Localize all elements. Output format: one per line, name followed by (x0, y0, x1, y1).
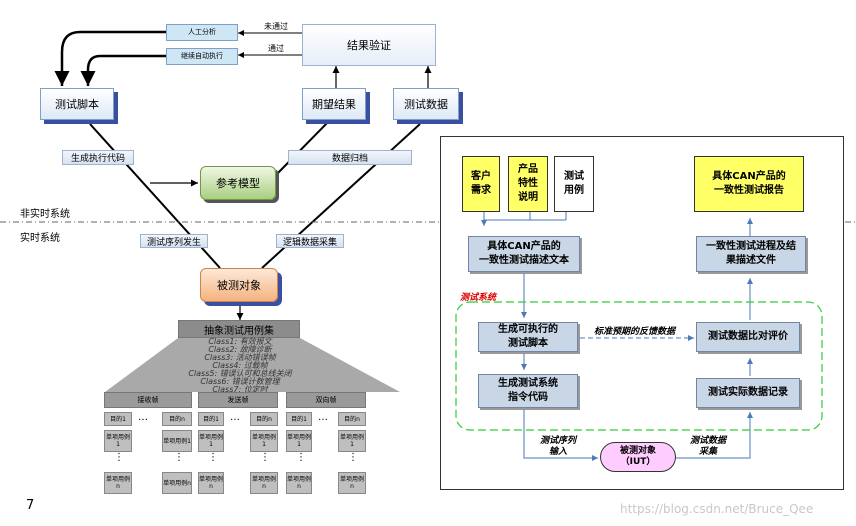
vertical-ellipsis: ⋮ (260, 452, 270, 463)
manual-analysis-box: 人工分析 (166, 24, 238, 41)
feedback-label: 标准预期的反馈数据 (594, 327, 676, 337)
goal-cell: 目的n (338, 412, 366, 426)
column-bidirectional: 双向帧 目的1 … 目的n 单项用例1 单项用例1 ⋮ ⋮ 单项用例n 单项用例… (286, 392, 376, 502)
class-item: Class3: 活动错误帧 (204, 353, 276, 362)
compare-box: 测试数据比对评价 (696, 322, 800, 352)
case-cell: 单项用例n (286, 472, 312, 494)
gen-exec-code-label: 生成执行代码 (62, 150, 134, 165)
case-cell: 单项用例1 (198, 430, 224, 452)
exec-script-box: 生成可执行的 测试脚本 (478, 322, 578, 352)
case-cell: 单项用例1 (162, 430, 192, 452)
gen-cmd-box: 生成测试系统 指令代码 (478, 374, 578, 408)
case-cell: 单项用例n (198, 472, 224, 494)
case-cell: 单项用例1 (250, 430, 278, 452)
customer-req-box: 客户 需求 (462, 156, 500, 212)
can-report-box: 具体CAN产品的 一致性测试报告 (694, 156, 804, 212)
data-collect-label: 测试数据 采集 (690, 436, 727, 457)
goal-cell: 目的1 (198, 412, 224, 426)
reference-model-box: 参考模型 (200, 166, 276, 200)
ellipsis: … (318, 412, 328, 423)
case-cell: 单项用例n (338, 472, 366, 494)
vertical-ellipsis: ⋮ (296, 452, 306, 463)
test-sequence-label: 测试序列发生 (140, 234, 208, 248)
dut-box: 被测对象 (200, 268, 278, 302)
column-header: 双向帧 (286, 392, 366, 408)
column-receive: 接收帧 目的1 … 目的n 单项用例1 单项用例1 ⋮ ⋮ 单项用例n 单项用例… (104, 392, 194, 502)
vertical-ellipsis: ⋮ (114, 452, 124, 463)
case-cell: 单项用例1 (338, 430, 366, 452)
ellipsis: … (138, 412, 148, 423)
not-pass-label: 未通过 (264, 22, 288, 31)
case-cell: 单项用例1 (286, 430, 312, 452)
test-script-box: 测试脚本 (40, 88, 114, 120)
class-item: Class6: 错误计数管理 (200, 377, 280, 386)
pass-label: 通过 (268, 44, 284, 53)
continue-auto-box: 继续自动执行 (166, 48, 238, 65)
test-data-box: 测试数据 (393, 88, 459, 120)
vertical-ellipsis: ⋮ (208, 452, 218, 463)
goal-cell: 目的1 (104, 412, 132, 426)
case-cell: 单项用例n (162, 472, 192, 494)
watermark: https://blog.csdn.net/Bruce_Qee (620, 502, 814, 516)
page-number: 7 (26, 498, 35, 513)
class-item: Class1: 有效报文 (208, 337, 272, 346)
ellipsis: … (230, 412, 240, 423)
vertical-ellipsis: ⋮ (174, 452, 184, 463)
class-item: Class5: 错误认可和总线关闭 (188, 369, 292, 378)
column-header: 发送帧 (198, 392, 278, 408)
class-item: Class7: 位定时 (212, 385, 268, 394)
result-verify-box: 结果验证 (302, 24, 436, 66)
test-cases-box: 测试 用例 (554, 156, 594, 212)
column-header: 接收帧 (104, 392, 192, 408)
goal-cell: 目的n (162, 412, 192, 426)
seq-input-label: 测试序列 输入 (540, 436, 577, 457)
data-archive-label: 数据归档 (288, 150, 412, 165)
vertical-ellipsis: ⋮ (348, 452, 358, 463)
expected-result-box: 期望结果 (302, 88, 366, 120)
realtime-label: 实时系统 (20, 233, 60, 244)
conformance-file-box: 一致性测试进程及结 果描述文件 (696, 236, 806, 272)
case-cell: 单项用例n (250, 472, 278, 494)
product-spec-box: 产品 特性 说明 (508, 156, 548, 212)
non-realtime-label: 非实时系统 (20, 209, 70, 220)
test-system-label: 测试系统 (460, 293, 497, 303)
record-box: 测试实际数据记录 (696, 378, 800, 408)
goal-cell: 目的n (250, 412, 278, 426)
class-item: Class2: 故障诊断 (208, 345, 272, 354)
class-item: Class4: 过载帧 (212, 361, 268, 370)
case-cell: 单项用例1 (104, 430, 132, 452)
iut-box: 被测对象 （IUT） (600, 442, 676, 472)
column-send: 发送帧 目的1 … 目的n 单项用例1 单项用例1 ⋮ ⋮ 单项用例n 单项用例… (198, 392, 288, 502)
can-desc-box: 具体CAN产品的 一致性测试描述文本 (468, 236, 580, 272)
goal-cell: 目的1 (286, 412, 312, 426)
abstract-cases-header: 抽象测试用例集 (178, 320, 300, 338)
logic-collect-label: 逻辑数据采集 (276, 234, 344, 248)
case-cell: 单项用例n (104, 472, 132, 494)
class-list: Class1: 有效报文 Class2: 故障诊断 Class3: 活动错误帧 … (130, 338, 350, 394)
